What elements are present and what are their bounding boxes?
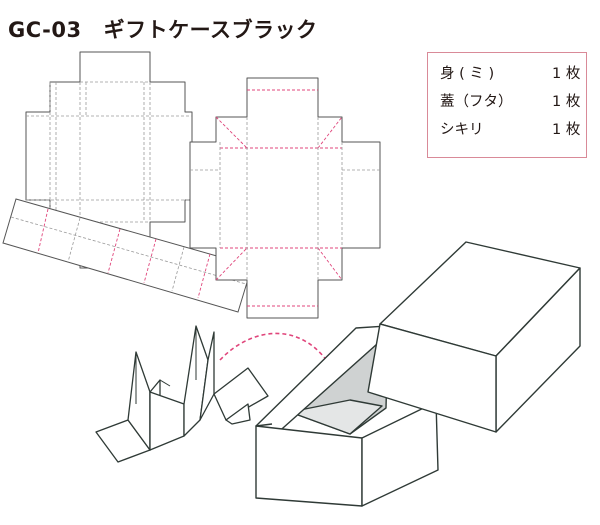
part-row-body: 身 ( ミ ) 1 枚 (440, 62, 586, 90)
parts-list: 身 ( ミ ) 1 枚 蓋（フタ） 1 枚 シキリ 1 枚 (427, 52, 587, 158)
part-row-lid: 蓋（フタ） 1 枚 (440, 90, 586, 118)
product-title: GC-03 ギフトケースブラック (8, 14, 318, 44)
product-code: GC-03 (8, 18, 82, 42)
part-name: シキリ (440, 122, 484, 138)
part-qty: 1 枚 (552, 94, 581, 110)
part-qty: 1 枚 (552, 122, 581, 138)
part-name: 蓋（フタ） (440, 94, 513, 110)
part-row-partition: シキリ 1 枚 (440, 118, 586, 146)
box-body-3d (255, 325, 439, 507)
product-name: ギフトケースブラック (103, 18, 318, 42)
partition-blank-diagram (2, 198, 253, 313)
folded-partition-diagram (95, 325, 269, 463)
lid-blank-diagram (189, 77, 381, 319)
part-name: 身 ( ミ ) (440, 66, 495, 82)
box-lid-3d (367, 241, 581, 433)
part-qty: 1 枚 (552, 66, 581, 82)
